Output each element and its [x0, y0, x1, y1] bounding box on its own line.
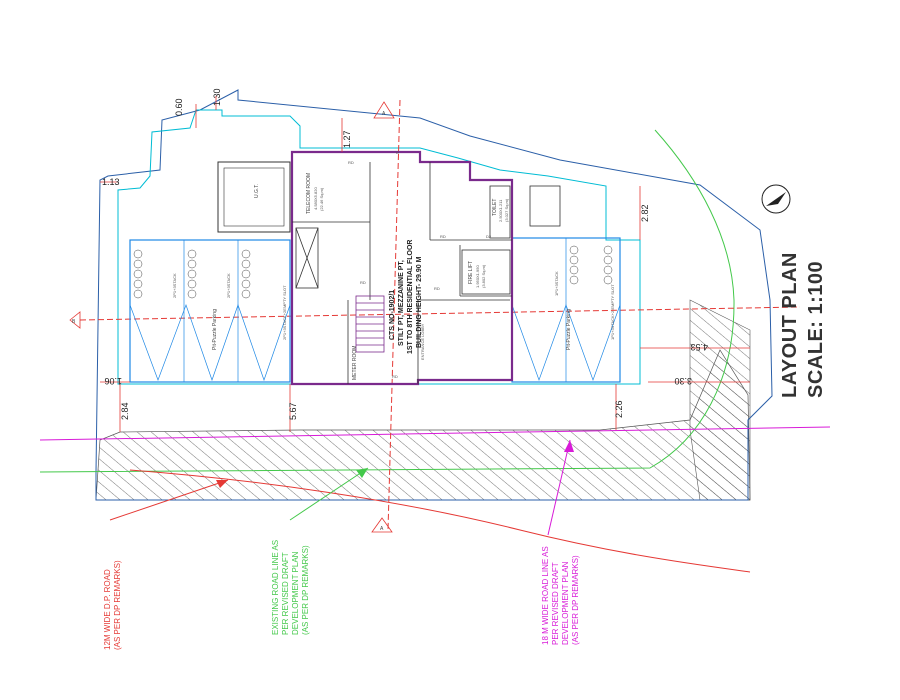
svg-text:DEVELOPMENT PLAN: DEVELOPMENT PLAN	[561, 561, 570, 645]
cts-block: CTS NO-1902/1 STILT PT, MEZZANINE PT, 1S…	[389, 240, 423, 354]
red-note-arrow	[109, 479, 229, 521]
rd-marker-2: RD	[360, 280, 366, 285]
dim-453: 4.53	[690, 342, 708, 352]
dim-284: 2.84	[120, 402, 130, 420]
section-marker-left: B	[69, 311, 81, 329]
plot-boundary	[95, 89, 773, 501]
north-arrow-icon	[761, 184, 791, 214]
dim-127: 1.27	[342, 130, 352, 148]
svg-text:A: A	[382, 111, 386, 117]
dim-226: 2.26	[614, 400, 624, 418]
parking-stack-mid: 2P1+3STACK	[226, 273, 231, 298]
fire-lift-label: FIRE LIFT	[468, 261, 474, 284]
parking-empty-slot-right: 1P1+3STACK+2 EMPTY SLOT	[610, 284, 615, 340]
svg-text:STILT PT, MEZZANINE PT,: STILT PT, MEZZANINE PT,	[398, 260, 405, 346]
dim-330: 3.30	[674, 376, 692, 386]
dim-106: 1.06	[104, 376, 122, 386]
road-line-18m	[39, 426, 831, 441]
telecom-area: (22.46 Sq.m)	[319, 187, 324, 211]
svg-text:1ST TO 8TH RESIDENTIAL FLOOR: 1ST TO 8TH RESIDENTIAL FLOOR	[407, 240, 414, 354]
rd-marker-1: RD	[348, 160, 354, 165]
section-marker-bottom: A	[371, 517, 393, 533]
parking-puzzle-right: Pit-Puzzle Parking	[566, 309, 572, 350]
svg-text:PER REVISED DRAFT: PER REVISED DRAFT	[551, 562, 560, 645]
dp-road-curve	[129, 469, 751, 573]
green-road-note: EXISTING ROAD LINE AS PER REVISED DRAFT …	[271, 540, 310, 635]
toilet-area: (3.027 Sq.m)	[504, 198, 509, 222]
rd-marker-5: RD	[392, 374, 398, 379]
parking-stack-right: 1P1+3STACK	[554, 271, 559, 296]
dim-130: 1.30	[212, 88, 222, 106]
meter-room-label: METER ROOM	[352, 346, 358, 380]
magenta-road-note: 18 M WIDE ROAD LINE AS PER REVISED DRAFT…	[541, 546, 580, 645]
parking-puzzle-left: Pit-Puzzle Parking	[212, 309, 218, 350]
dim-282: 2.82	[640, 204, 650, 222]
svg-text:CTS NO-1902/1: CTS NO-1902/1	[389, 290, 396, 340]
existing-road-line	[39, 129, 735, 473]
plan-scale: SCALE: 1:100	[805, 261, 827, 398]
telecom-label: TELECOM ROOM	[306, 173, 312, 214]
svg-text:18 M WIDE ROAD LINE AS: 18 M WIDE ROAD LINE AS	[541, 546, 550, 645]
svg-text:12M WIDE D.P. ROAD: 12M WIDE D.P. ROAD	[103, 569, 112, 650]
svg-text:(AS PER DP REMARKS): (AS PER DP REMARKS)	[113, 560, 122, 650]
svg-text:DEVELOPMENT PLAN: DEVELOPMENT PLAN	[291, 551, 300, 635]
green-note-arrow	[289, 467, 369, 521]
svg-text:(AS PER DP REMARKS): (AS PER DP REMARKS)	[301, 545, 310, 635]
section-marker-top: A	[373, 101, 395, 119]
road-hatch-right	[689, 299, 751, 501]
section-line-horizontal	[79, 306, 801, 321]
rd-marker-4: RD	[434, 286, 440, 291]
d-marker: D	[396, 150, 399, 155]
svg-text:A: A	[380, 526, 384, 532]
fire-lift-area: (3.802 Sq.m)	[481, 264, 486, 288]
d2-marker: D2	[486, 234, 492, 239]
parking-stack-left: 2P1+3STACK	[172, 273, 177, 298]
ugt-tank	[217, 161, 291, 233]
toilet-size: 2.500X1.211	[498, 199, 503, 222]
svg-text:BUILDING HEIGHT- 29.90 M: BUILDING HEIGHT- 29.90 M	[416, 256, 423, 348]
svg-text:PER REVISED DRAFT: PER REVISED DRAFT	[281, 552, 290, 635]
parking-empty-slot: 2P1+3STACK+2EMPTY SLOT	[282, 285, 287, 340]
telecom-size: 4.580X5.820	[313, 187, 318, 210]
staircase	[355, 295, 385, 353]
fire-lift-size: 1.950X1.950	[475, 265, 480, 288]
building-outline	[290, 150, 514, 386]
rd-marker-3: RD	[440, 234, 446, 239]
setback-line	[117, 109, 641, 385]
dim-567: 5.67	[288, 402, 298, 420]
dim-060: 0.60	[174, 98, 184, 116]
svg-text:(AS PER DP REMARKS): (AS PER DP REMARKS)	[571, 555, 580, 645]
toilet-label: TOILET	[492, 199, 498, 216]
magenta-note-arrow	[547, 439, 571, 536]
dim-113: 1.13	[102, 177, 120, 187]
road-hatch-area	[95, 349, 751, 501]
plan-title: LAYOUT PLAN	[779, 252, 801, 398]
svg-text:B: B	[72, 319, 76, 325]
svg-text:EXISTING ROAD LINE AS: EXISTING ROAD LINE AS	[271, 540, 280, 635]
red-road-note: 12M WIDE D.P. ROAD (AS PER DP REMARKS)	[103, 560, 122, 650]
ugt-label: U.G.T.	[254, 184, 260, 198]
parking-left	[129, 239, 291, 383]
entrance-label: ENTRANCE LOBBY	[420, 323, 425, 360]
